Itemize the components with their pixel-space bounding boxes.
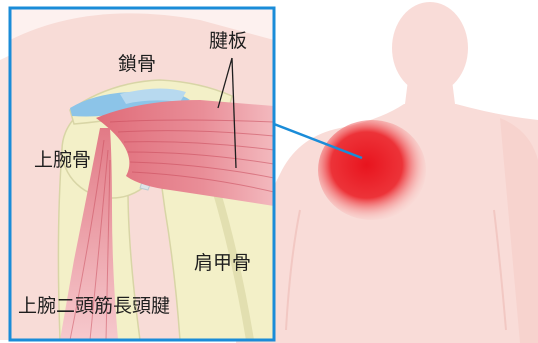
shoulder-pain-area — [318, 120, 426, 220]
label-clavicle: 鎖骨 — [118, 55, 156, 74]
label-tendon-plate: 腱板 — [209, 32, 247, 51]
label-humerus: 上腕骨 — [34, 151, 91, 170]
label-scapula: 肩甲骨 — [194, 254, 251, 273]
label-biceps-long-head-tendon: 上腕二頭筋長頭腱 — [18, 297, 170, 316]
